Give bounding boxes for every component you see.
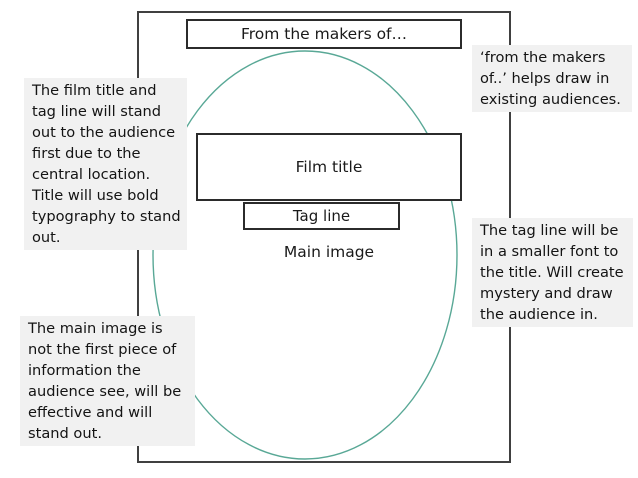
main-image-label: Main image [283, 243, 375, 261]
tag-line-box[interactable]: Tag line [243, 202, 400, 230]
annotation-from-makers: ‘from the makers of..’ helps draw in exi… [472, 45, 632, 112]
annotation-tag-line: The tag line will be in a smaller font t… [472, 218, 633, 327]
annotation-main-image: The main image is not the first piece of… [20, 316, 195, 446]
tag-line-label: Tag line [292, 207, 351, 225]
film-title-label: Film title [295, 158, 363, 176]
from-makers-label: From the makers of… [240, 25, 408, 43]
film-title-box[interactable]: Film title [196, 133, 462, 201]
annotation-title-tagline: The film title and tag line will stand o… [24, 78, 187, 250]
from-makers-box[interactable]: From the makers of… [186, 19, 462, 49]
